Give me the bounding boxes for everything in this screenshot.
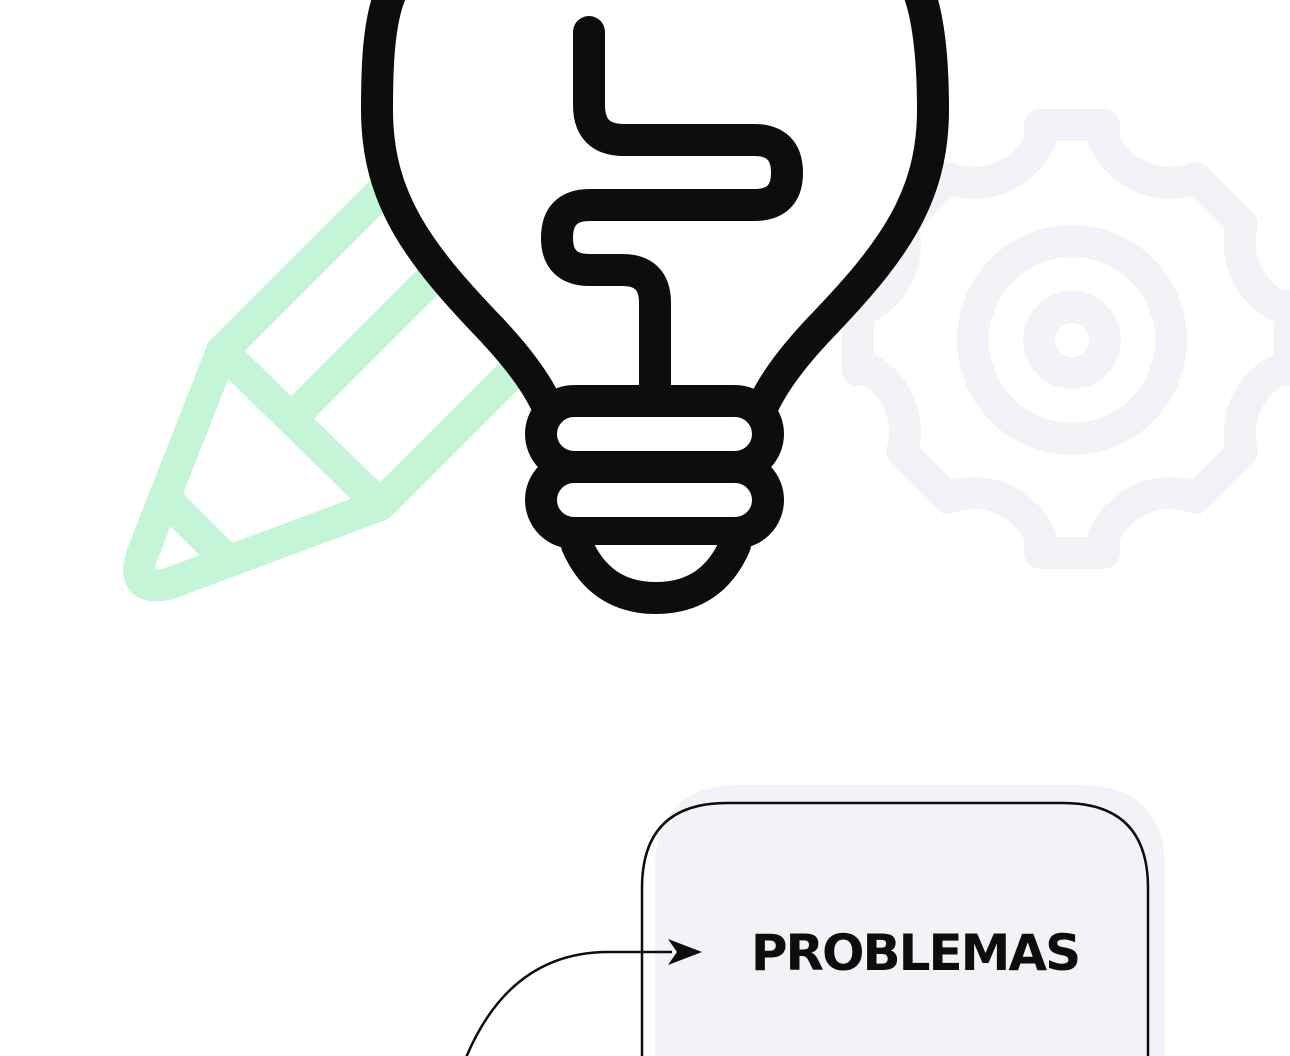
problemas-box (640, 785, 1165, 1056)
box-label-problemas: PROBLEMAS (750, 924, 1081, 982)
lightbulb-icon (361, 0, 949, 614)
connector-arrow (465, 939, 702, 1056)
